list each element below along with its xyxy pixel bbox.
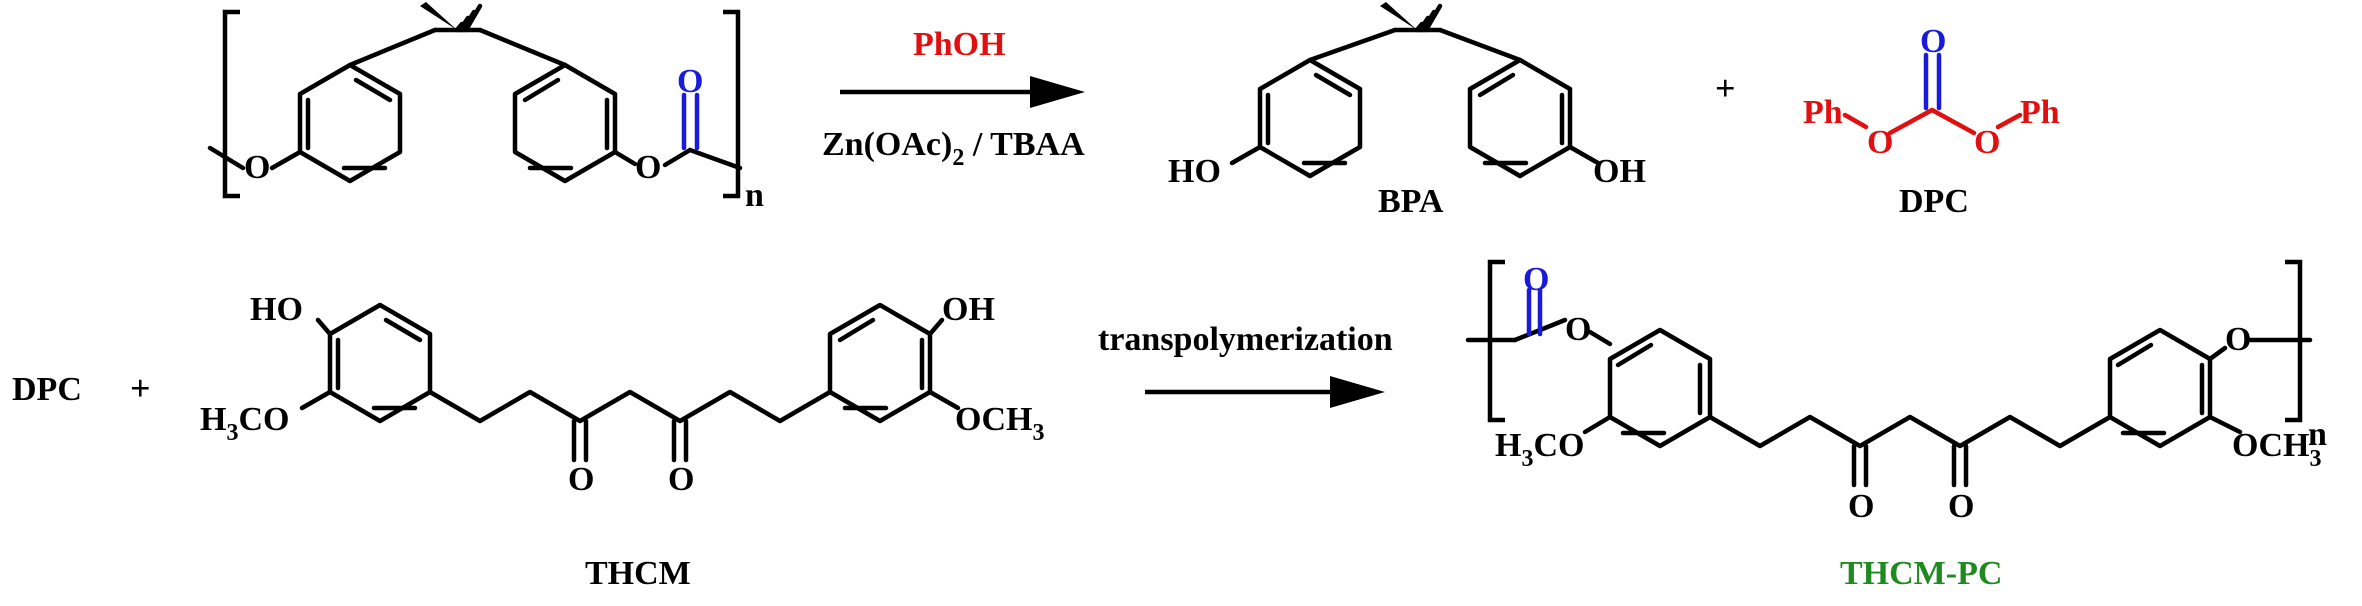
dpc-ph-right: Ph: [2020, 94, 2060, 131]
plus-sign-2: +: [130, 368, 151, 408]
reactant-dpc: DPC: [12, 371, 82, 408]
bpa-oh: OH: [1593, 153, 1646, 190]
product-och3: OCH3: [2232, 427, 2321, 472]
product-ring-left: [1607, 327, 1713, 449]
carbonyl-o-blue: O: [677, 63, 703, 100]
benzene-ring-left: [297, 62, 403, 184]
bpa-molecule: HO OH BPA: [1168, 2, 1646, 220]
thcm-ring-right: [827, 302, 933, 424]
polycarbonate-repeat-unit: O O O n: [207, 2, 764, 214]
product-o-right: O: [2225, 321, 2251, 358]
product-name: THCM-PC: [1840, 555, 2002, 592]
thcm-name: THCM: [585, 555, 691, 592]
polymer-n-1: n: [745, 177, 764, 214]
dpc-molecule: Ph O O O Ph DPC: [1803, 23, 2060, 220]
thcm-oh: OH: [942, 291, 995, 328]
thcm-ring-left: [327, 302, 433, 424]
bpa-ring-right: [1467, 57, 1573, 179]
transpolymerization-label: transpolymerization: [1098, 321, 1393, 358]
product-ketone-o-2: O: [1948, 488, 1974, 525]
dpc-ph-left: Ph: [1803, 94, 1843, 131]
left-bracket: [222, 9, 240, 199]
dpc-o-left: O: [1867, 124, 1893, 161]
bpa-ho: HO: [1168, 153, 1221, 190]
right-bracket: [723, 9, 741, 199]
reaction-arrow-1: PhOH Zn(OAc)2 / TBAA: [822, 26, 1085, 171]
thcm-pc-polymer: O O H3CO O O O OCH3 n THCM-PC: [1465, 259, 2327, 592]
reagent-phoh: PhOH: [913, 26, 1006, 63]
dpc-name: DPC: [1899, 183, 1969, 220]
thcm-ho: HO: [250, 291, 303, 328]
atom-o-left: O: [244, 149, 270, 186]
thcm-och3: OCH3: [955, 401, 1044, 446]
dpc-o-right: O: [1974, 124, 2000, 161]
product-o-left: O: [1565, 311, 1591, 348]
thcm-ketone-o-2: O: [668, 461, 694, 498]
product-ring-right: [2107, 327, 2213, 449]
reaction-arrow-2: transpolymerization: [1098, 321, 1393, 408]
thcm-molecule: HO H3CO O O OH OCH3 THCM: [200, 291, 1044, 592]
methyl-wedge: [420, 2, 457, 30]
bpa-name: BPA: [1378, 183, 1444, 220]
product-carbonyl-o: O: [1523, 261, 1549, 298]
product-n: n: [2308, 416, 2327, 453]
plus-sign-1: +: [1715, 68, 1736, 108]
dpc-carbonyl-o: O: [1920, 23, 1946, 60]
product-ketone-o-1: O: [1848, 488, 1874, 525]
product-h3co: H3CO: [1495, 427, 1584, 472]
bpa-ring-left: [1257, 57, 1363, 179]
thcm-ketone-o-1: O: [568, 461, 594, 498]
atom-o-right: O: [635, 149, 661, 186]
thcm-h3co: H3CO: [200, 401, 289, 446]
catalyst-label: Zn(OAc)2 / TBAA: [822, 126, 1085, 171]
benzene-ring-right: [512, 62, 618, 184]
